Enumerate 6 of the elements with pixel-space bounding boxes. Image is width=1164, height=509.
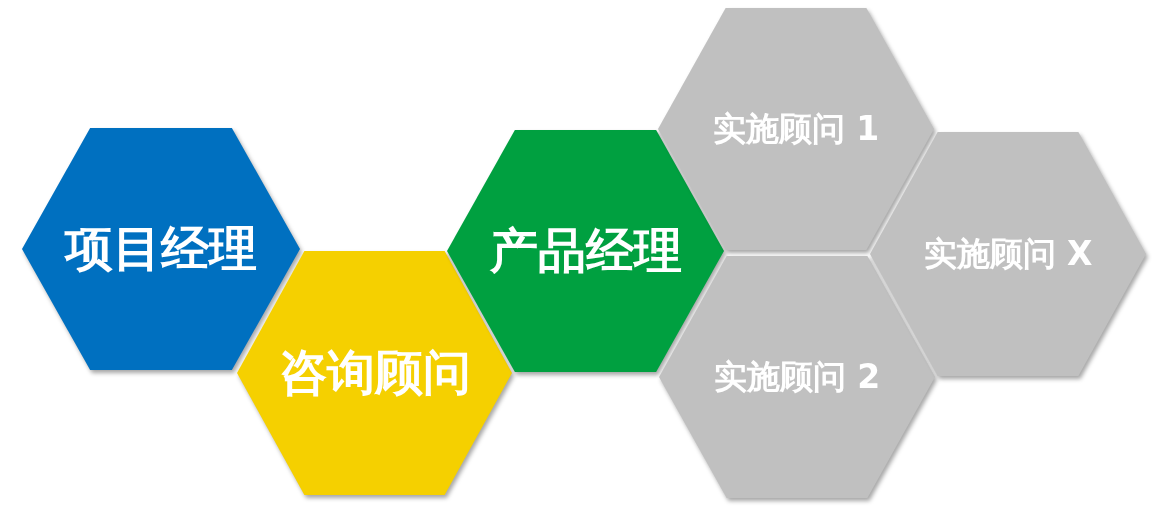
role-label: 实施顾问 1 (711, 107, 881, 150)
role-label: 产品经理 (488, 221, 683, 280)
role-label: 咨询顾问 (277, 343, 472, 402)
role-label: 实施顾问 X (922, 232, 1094, 275)
role-label: 实施顾问 2 (712, 355, 882, 398)
role-label: 项目经理 (63, 219, 258, 278)
